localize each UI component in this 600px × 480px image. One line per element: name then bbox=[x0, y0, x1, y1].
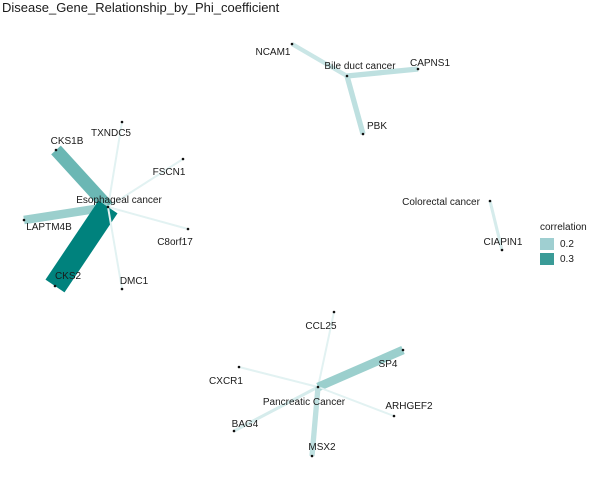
node-pancreatic-cancer bbox=[316, 385, 320, 389]
edge-esophageal-cancer-c8orf17 bbox=[107, 206, 189, 230]
node-cks2 bbox=[53, 284, 57, 288]
edge-esophageal-cancer-txndc5 bbox=[107, 121, 123, 208]
node-label-capns1: CAPNS1 bbox=[410, 58, 450, 69]
edge-pancreatic-cancer-arhgef2 bbox=[317, 386, 395, 417]
legend-swatch bbox=[540, 253, 554, 265]
node-label-bile-duct-cancer: Bile duct cancer bbox=[324, 61, 396, 72]
node-dmc1 bbox=[120, 287, 124, 291]
node-label-esophageal-cancer: Esophageal cancer bbox=[76, 195, 162, 206]
node-label-ncam1: NCAM1 bbox=[255, 47, 290, 58]
node-label-colorectal-cancer: Colorectal cancer bbox=[402, 197, 480, 208]
node-ccl25 bbox=[332, 310, 336, 314]
node-cxcr1 bbox=[237, 365, 241, 369]
node-txndc5 bbox=[120, 120, 124, 124]
node-label-msx2: MSX2 bbox=[308, 442, 336, 453]
edge-esophageal-cancer-fscn1 bbox=[107, 158, 184, 208]
node-label-ciapin1: CIAPIN1 bbox=[484, 237, 523, 248]
node-label-sp4: SP4 bbox=[379, 359, 398, 370]
legend-label: 0.3 bbox=[560, 253, 574, 265]
edge-pancreatic-cancer-msx2 bbox=[309, 386, 321, 457]
node-ciapin1 bbox=[500, 248, 504, 252]
legend-item: 0.2 bbox=[540, 237, 587, 251]
node-label-arhgef2: ARHGEF2 bbox=[385, 401, 433, 412]
edge-colorectal-cancer-ciapin1 bbox=[488, 200, 504, 251]
legend-title: correlation bbox=[540, 222, 587, 233]
node-pbk bbox=[361, 132, 365, 136]
node-label-laptm4b: LAPTM4B bbox=[26, 222, 72, 233]
node-colorectal-cancer bbox=[488, 199, 492, 203]
edges-layer bbox=[23, 42, 504, 457]
node-bile-duct-cancer bbox=[345, 74, 349, 78]
nodes-layer bbox=[22, 42, 504, 458]
edge-pancreatic-cancer-ccl25 bbox=[317, 311, 335, 388]
edge-pancreatic-cancer-bag4 bbox=[233, 385, 319, 433]
edge-esophageal-cancer-cks2 bbox=[45, 200, 118, 293]
node-label-ccl25: CCL25 bbox=[305, 321, 337, 332]
edge-esophageal-cancer-cks1b bbox=[51, 145, 113, 212]
edge-bile-duct-cancer-ncam1 bbox=[290, 42, 349, 78]
node-label-c8orf17: C8orf17 bbox=[157, 237, 193, 248]
node-msx2 bbox=[310, 454, 314, 458]
node-label-fscn1: FSCN1 bbox=[153, 167, 186, 178]
edge-esophageal-cancer-dmc1 bbox=[107, 206, 123, 290]
node-c8orf17 bbox=[186, 227, 190, 231]
node-label-pancreatic-cancer: Pancreatic Cancer bbox=[263, 397, 346, 408]
node-label-cks2: CKS2 bbox=[55, 271, 82, 282]
node-label-cks1b: CKS1B bbox=[51, 136, 84, 147]
node-label-cxcr1: CXCR1 bbox=[209, 376, 243, 387]
edge-pancreatic-cancer-sp4 bbox=[316, 346, 405, 391]
node-esophageal-cancer bbox=[106, 205, 110, 209]
node-laptm4b bbox=[22, 218, 26, 222]
legend-item: 0.3 bbox=[540, 252, 587, 266]
node-label-txndc5: TXNDC5 bbox=[91, 128, 131, 139]
node-label-pbk: PBK bbox=[367, 121, 387, 132]
node-bag4 bbox=[232, 429, 236, 433]
node-ncam1 bbox=[290, 42, 294, 46]
node-cks1b bbox=[54, 148, 58, 152]
node-label-bag4: BAG4 bbox=[232, 419, 259, 430]
legend-label: 0.2 bbox=[560, 238, 574, 250]
page-title: Disease_Gene_Relationship_by_Phi_coeffic… bbox=[2, 0, 280, 15]
legend: correlation 0.2 0.3 bbox=[540, 222, 587, 267]
node-capns1 bbox=[416, 67, 420, 71]
edge-bile-duct-cancer-pbk bbox=[344, 75, 366, 135]
edge-pancreatic-cancer-cxcr1 bbox=[238, 366, 319, 388]
node-sp4 bbox=[401, 348, 405, 352]
legend-swatch bbox=[540, 238, 554, 250]
edge-bile-duct-cancer-capns1 bbox=[346, 66, 419, 79]
node-fscn1 bbox=[181, 157, 185, 161]
node-label-dmc1: DMC1 bbox=[120, 276, 149, 287]
node-arhgef2 bbox=[392, 414, 396, 418]
